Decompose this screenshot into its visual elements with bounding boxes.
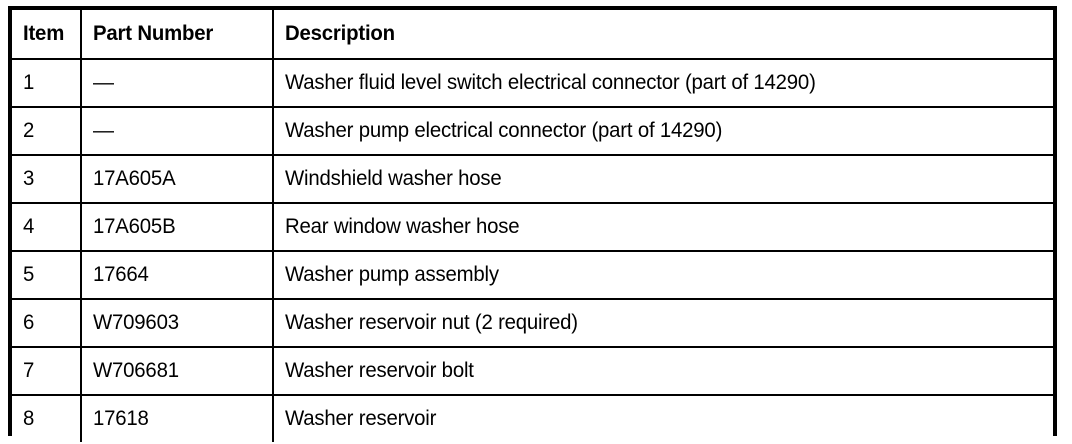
table-row: 7 W706681 Washer reservoir bolt	[12, 347, 1053, 396]
cell-item-value: 7	[23, 358, 35, 382]
cell-part-number-value: 17618	[93, 406, 149, 430]
cell-part-number: 17618	[81, 395, 274, 442]
cell-description-value: Washer fluid level switch electrical con…	[285, 70, 816, 94]
table-row: 1 — Washer fluid level switch electrical…	[12, 59, 1053, 108]
table-row: 2 — Washer pump electrical connector (pa…	[12, 107, 1053, 156]
cell-item-value: 2	[23, 118, 35, 142]
column-header-item-label: Item	[23, 21, 65, 45]
cell-description: Washer pump assembly	[273, 251, 1053, 300]
cell-description: Washer reservoir nut (2 required)	[273, 299, 1053, 348]
cell-part-number-value: —	[93, 118, 114, 142]
cell-item: 5	[12, 251, 82, 300]
column-header-description-label: Description	[285, 21, 395, 45]
cell-item: 1	[12, 59, 82, 108]
cell-part-number-value: —	[93, 70, 114, 94]
cell-item-value: 5	[23, 262, 35, 286]
table-row: 4 17A605B Rear window washer hose	[12, 203, 1053, 252]
column-header-description: Description	[273, 10, 1053, 60]
cell-item: 7	[12, 347, 82, 396]
cell-part-number: —	[81, 107, 274, 156]
table-header-row: Item Part Number Description	[12, 10, 1053, 60]
parts-table-container: Item Part Number Description 1 — Washer …	[8, 6, 1057, 442]
cell-item: 3	[12, 155, 82, 204]
table-row: 8 17618 Washer reservoir	[12, 395, 1053, 442]
cell-part-number: 17664	[81, 251, 274, 300]
cell-description-value: Washer reservoir	[285, 406, 437, 430]
cell-description: Rear window washer hose	[273, 203, 1053, 252]
cell-description: Washer reservoir	[273, 395, 1053, 442]
cell-part-number-value: 17A605B	[93, 214, 176, 238]
cell-part-number: 17A605B	[81, 203, 274, 252]
cell-part-number: —	[81, 59, 274, 108]
column-header-part-number-label: Part Number	[93, 21, 214, 45]
cell-item: 8	[12, 395, 82, 442]
cell-item-value: 8	[23, 406, 35, 430]
cell-description-value: Washer pump electrical connector (part o…	[285, 118, 723, 142]
table-row: 3 17A605A Windshield washer hose	[12, 155, 1053, 204]
cell-description: Washer reservoir bolt	[273, 347, 1053, 396]
cell-part-number: 17A605A	[81, 155, 274, 204]
cell-item: 4	[12, 203, 82, 252]
table-body: 1 — Washer fluid level switch electrical…	[12, 59, 1053, 442]
cell-part-number: W706681	[81, 347, 274, 396]
cell-description-value: Washer pump assembly	[285, 262, 499, 286]
table-header: Item Part Number Description	[12, 10, 1053, 60]
parts-table: Item Part Number Description 1 — Washer …	[12, 10, 1053, 442]
cell-description-value: Windshield washer hose	[285, 166, 502, 190]
cell-item-value: 1	[23, 70, 35, 94]
cell-item-value: 3	[23, 166, 35, 190]
cell-item-value: 6	[23, 310, 35, 334]
column-header-item: Item	[12, 10, 82, 60]
cell-item-value: 4	[23, 214, 35, 238]
cell-part-number: W709603	[81, 299, 274, 348]
cell-description-value: Washer reservoir bolt	[285, 358, 474, 382]
column-header-part-number: Part Number	[81, 10, 274, 60]
cell-description: Washer pump electrical connector (part o…	[273, 107, 1053, 156]
cell-part-number-value: 17A605A	[93, 166, 176, 190]
cell-description-value: Rear window washer hose	[285, 214, 520, 238]
cell-part-number-value: 17664	[93, 262, 149, 286]
cell-part-number-value: W709603	[93, 310, 179, 334]
table-row: 5 17664 Washer pump assembly	[12, 251, 1053, 300]
cell-description: Washer fluid level switch electrical con…	[273, 59, 1053, 108]
table-row: 6 W709603 Washer reservoir nut (2 requir…	[12, 299, 1053, 348]
cell-item: 6	[12, 299, 82, 348]
cell-part-number-value: W706681	[93, 358, 179, 382]
cell-item: 2	[12, 107, 82, 156]
cell-description-value: Washer reservoir nut (2 required)	[285, 310, 578, 334]
cell-description: Windshield washer hose	[273, 155, 1053, 204]
